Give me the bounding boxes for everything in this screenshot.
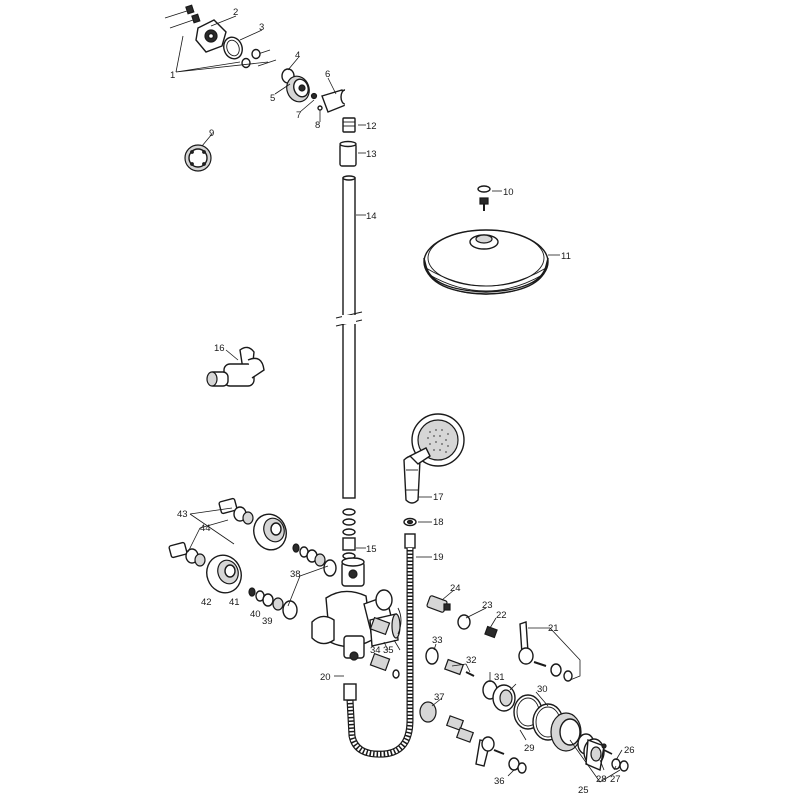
label-3: 3 xyxy=(259,22,264,33)
part-16-handshower-holder xyxy=(206,346,265,387)
part-19-hose xyxy=(343,533,416,758)
part-9-rosette xyxy=(184,144,212,172)
part-6-7-8-connector xyxy=(310,89,350,113)
label-29: 29 xyxy=(524,743,535,754)
label-44: 44 xyxy=(200,523,211,534)
part-17-hand-shower xyxy=(403,413,465,504)
label-1: 1 xyxy=(170,70,175,81)
label-28: 28 xyxy=(596,774,607,785)
label-19: 19 xyxy=(433,552,444,563)
leader-lines xyxy=(175,15,623,783)
wall-bracket-group xyxy=(164,4,350,172)
label-13: 13 xyxy=(366,149,377,160)
part-13-sleeve xyxy=(339,140,357,167)
part-21-lever-handle xyxy=(518,621,573,682)
label-34: 34 xyxy=(370,645,381,656)
part-15-seal-stack xyxy=(342,508,356,560)
part-18-washer xyxy=(403,517,417,527)
label-15: 15 xyxy=(366,544,377,555)
part-2-mounting-plate xyxy=(195,19,227,53)
part-29-31-rosette-stack xyxy=(482,680,595,755)
part-14-riser-rail xyxy=(335,175,363,499)
label-11: 11 xyxy=(561,251,571,262)
part-4-5-wall-flange xyxy=(281,68,310,103)
label-42: 42 xyxy=(201,597,212,608)
label-7: 7 xyxy=(296,110,301,121)
label-16: 16 xyxy=(214,343,225,354)
label-24: 24 xyxy=(450,583,461,594)
label-4: 4 xyxy=(295,50,300,61)
label-5: 5 xyxy=(270,93,275,104)
label-21: 21 xyxy=(548,623,559,634)
label-20: 20 xyxy=(320,672,331,683)
part-25-28-cross-handle xyxy=(583,738,629,772)
label-18: 18 xyxy=(433,517,444,528)
label-10: 10 xyxy=(503,187,514,198)
label-41: 41 xyxy=(229,597,240,608)
label-30: 30 xyxy=(537,684,548,695)
label-27: 27 xyxy=(610,774,621,785)
label-9: 9 xyxy=(209,128,214,139)
label-26: 26 xyxy=(624,745,635,756)
left-valve-upper xyxy=(218,497,337,577)
part-11-overhead-shower xyxy=(423,229,549,295)
label-2: 2 xyxy=(233,7,238,18)
label-37: 37 xyxy=(434,692,445,703)
label-32: 32 xyxy=(466,655,477,666)
left-valve-lower xyxy=(168,541,298,620)
part-12-ring xyxy=(342,117,356,133)
label-12: 12 xyxy=(366,121,377,132)
label-14: 14 xyxy=(366,211,377,222)
part-10-ball-joint xyxy=(477,185,491,211)
label-35: 35 xyxy=(383,645,394,656)
label-17: 17 xyxy=(433,492,444,503)
label-23: 23 xyxy=(482,600,493,611)
label-36: 36 xyxy=(494,776,505,787)
callout-labels: 1 2 3 4 5 6 7 8 9 10 11 12 13 14 16 17 1… xyxy=(170,7,635,796)
label-25: 25 xyxy=(578,785,589,796)
label-43: 43 xyxy=(177,509,188,520)
label-33: 33 xyxy=(432,635,443,646)
label-22: 22 xyxy=(496,610,507,621)
label-38: 38 xyxy=(290,569,301,580)
right-cartridges xyxy=(369,595,527,774)
part-6-shower-arm xyxy=(344,62,491,176)
label-31: 31 xyxy=(494,672,505,683)
part-3-seal-ring xyxy=(223,36,243,60)
label-6: 6 xyxy=(325,69,330,80)
label-39: 39 xyxy=(262,616,273,627)
label-8: 8 xyxy=(315,120,320,131)
part-washers xyxy=(241,48,261,69)
label-40: 40 xyxy=(250,609,261,620)
